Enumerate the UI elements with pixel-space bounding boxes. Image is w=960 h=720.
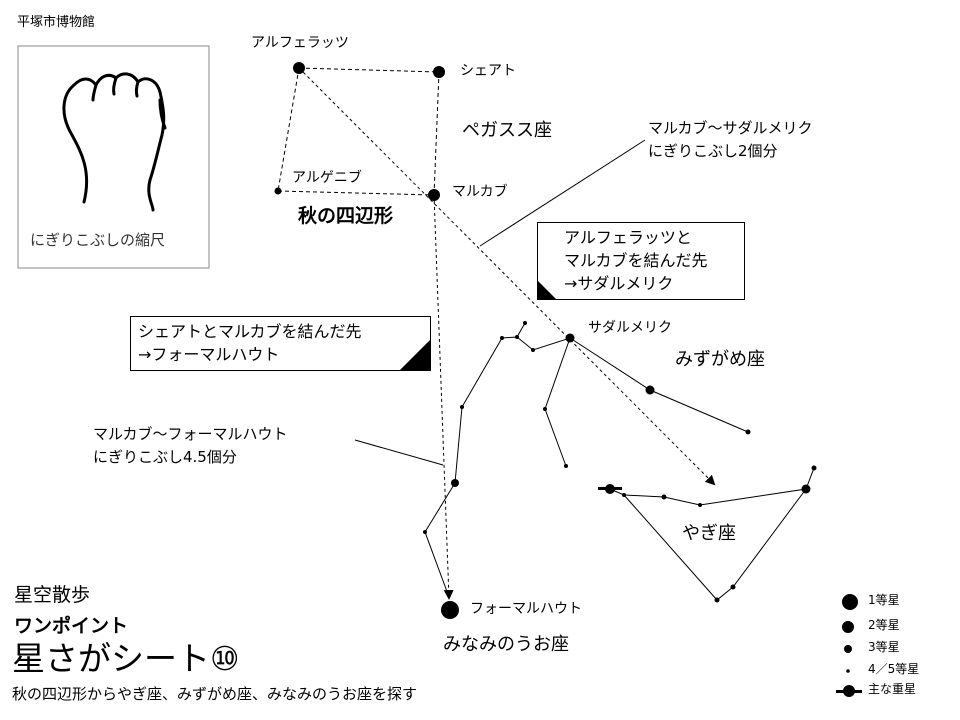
legend-1st-mag: 1等星 bbox=[868, 593, 900, 607]
star bbox=[801, 484, 811, 494]
legend-1st-mag-icon bbox=[842, 594, 858, 610]
callout-line: シェアトとマルカブを結んだ先 bbox=[138, 322, 362, 341]
legend-4-5-mag: 4／5等星 bbox=[868, 662, 920, 676]
star bbox=[745, 429, 751, 435]
star bbox=[622, 493, 626, 497]
callout-sadalmelik: アルフェラッツと マルカブを結んだ先 →サダルメリク bbox=[537, 222, 745, 300]
star bbox=[515, 335, 519, 339]
star-fomalhaut bbox=[441, 601, 459, 619]
star bbox=[698, 503, 702, 507]
star bbox=[460, 405, 464, 409]
callout-fomalhaut: シェアトとマルカブを結んだ先 →フォーマルハウト bbox=[130, 316, 431, 371]
fist-scale-box bbox=[17, 45, 210, 269]
callout-line: アルフェラッツと bbox=[564, 228, 692, 247]
legend-marks bbox=[836, 594, 862, 697]
star bbox=[531, 348, 535, 352]
star bbox=[811, 465, 817, 471]
callout-line: →サダルメリク bbox=[564, 274, 674, 293]
guide-to-capricornus bbox=[298, 67, 716, 486]
fist-caption: にぎりこぶしの縮尺 bbox=[30, 231, 166, 249]
stars bbox=[274, 62, 817, 619]
note-line: にぎりこぶし2個分 bbox=[648, 142, 778, 160]
note-line: にぎりこぶし4.5個分 bbox=[93, 448, 237, 466]
label-algenib: アルゲニブ bbox=[292, 170, 362, 186]
note-line: マルカブ～フォーマルハウト bbox=[93, 425, 288, 443]
label-sadalmelik: サダルメリク bbox=[588, 320, 672, 336]
star bbox=[730, 584, 736, 590]
note-markab-sadalmelik: マルカブ～サダルメリク にぎりこぶし2個分 bbox=[648, 117, 813, 163]
note-markab-fomalhaut: マルカブ～フォーマルハウト にぎりこぶし4.5個分 bbox=[93, 423, 288, 469]
main-title: 星さがシート⑩ bbox=[12, 639, 240, 678]
star bbox=[564, 464, 568, 468]
guide-to-fomalhaut bbox=[433, 194, 454, 600]
publisher: 平塚市博物館 bbox=[17, 15, 96, 30]
legend-4-5-mag-icon bbox=[846, 669, 850, 673]
subtitle: ワンポイント bbox=[14, 615, 129, 637]
double-star-bar bbox=[598, 487, 622, 490]
star bbox=[714, 597, 720, 603]
callout-line: マルカブを結んだ先 bbox=[564, 251, 708, 270]
label-scheat: シェアト bbox=[460, 63, 516, 79]
label-autumn-square: 秋の四辺形 bbox=[298, 205, 394, 227]
label-piscis-austrinus: みなみのうお座 bbox=[443, 634, 569, 655]
label-alpheratz: アルフェラッツ bbox=[251, 35, 349, 51]
star bbox=[423, 530, 427, 534]
leader-line bbox=[479, 139, 646, 247]
star bbox=[543, 407, 547, 411]
callout-line: →フォーマルハウト bbox=[138, 345, 280, 364]
label-capricornus: やぎ座 bbox=[682, 523, 736, 544]
leader-line bbox=[354, 439, 444, 466]
star bbox=[645, 385, 655, 395]
series-title: 星空散歩 bbox=[14, 584, 91, 606]
star-alpheratz bbox=[293, 62, 305, 74]
legend-3rd-mag: 3等星 bbox=[868, 640, 900, 654]
label-aquarius: みずがめ座 bbox=[675, 349, 765, 370]
star bbox=[451, 479, 459, 487]
note-line: マルカブ～サダルメリク bbox=[648, 119, 813, 137]
star bbox=[661, 494, 667, 500]
label-fomalhaut: フォーマルハウト bbox=[470, 601, 582, 617]
legend-2nd-mag: 2等星 bbox=[868, 618, 900, 632]
autumn-square-lines bbox=[277, 67, 440, 196]
star-algenib bbox=[274, 187, 282, 195]
legend-2nd-mag-icon bbox=[842, 621, 854, 633]
fist-icon bbox=[62, 72, 167, 212]
legend-double-star: 主な重星 bbox=[868, 682, 917, 696]
star bbox=[523, 321, 527, 325]
description: 秋の四辺形からやぎ座、みずがめ座、みなみのうお座を探す bbox=[12, 685, 418, 703]
legend-3rd-mag-icon bbox=[844, 645, 852, 653]
star-scheat bbox=[433, 66, 445, 78]
label-markab: マルカブ bbox=[452, 184, 508, 200]
star bbox=[500, 336, 504, 340]
label-pegasus: ペガスス座 bbox=[462, 120, 552, 141]
star-sadalmelik bbox=[565, 333, 575, 343]
guide-lines bbox=[298, 67, 716, 600]
star-markab bbox=[428, 189, 440, 201]
